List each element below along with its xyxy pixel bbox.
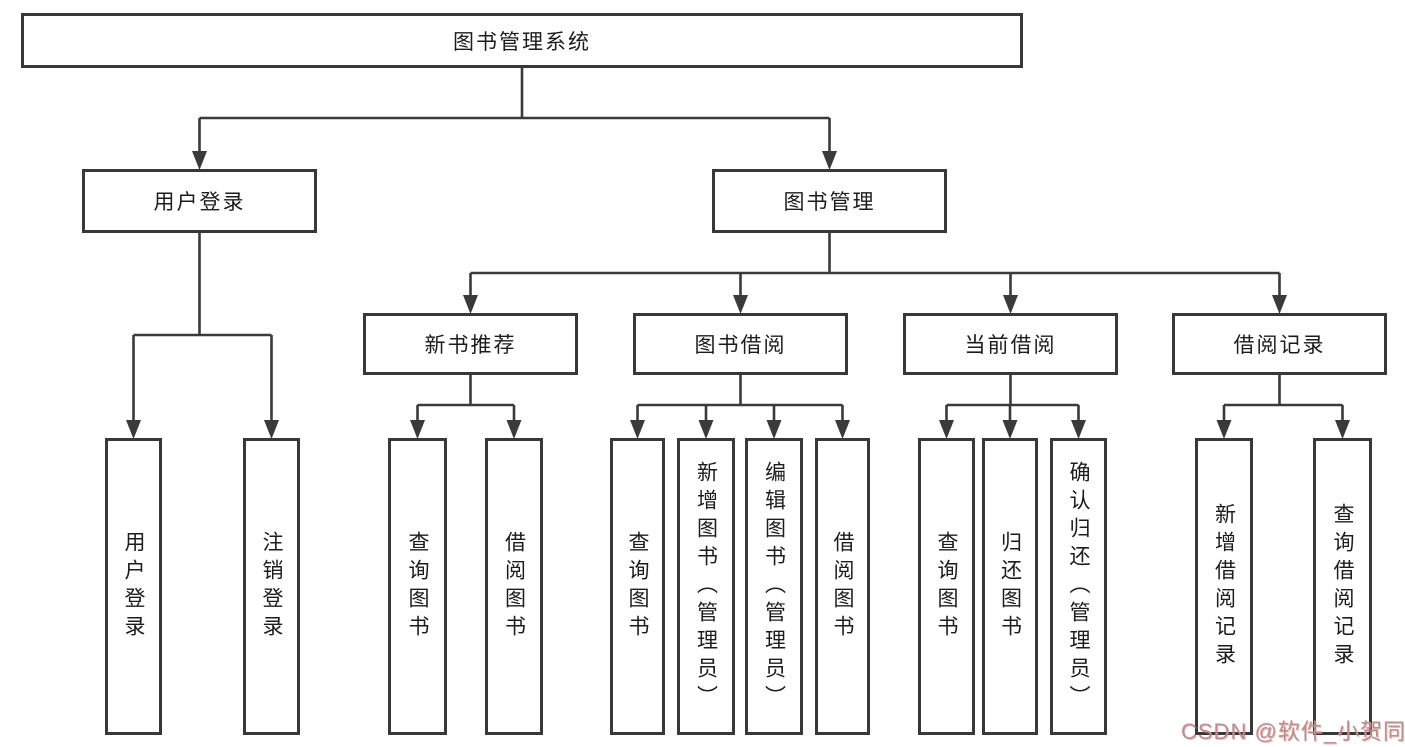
arrowhead [1071, 420, 1086, 439]
leaf-return-books: 归还图书 [982, 438, 1038, 735]
arrowhead [822, 151, 837, 170]
arrowhead [733, 295, 748, 314]
leaf-query-books-borrowing: 查询图书 [610, 438, 665, 735]
leaf-query-books-current: 查询图书 [918, 438, 975, 735]
arrowhead [1335, 420, 1350, 439]
node-user-login: 用户登录 [82, 169, 317, 233]
arrowhead [939, 420, 954, 439]
leaf-add-borrow-record: 新增借阅记录 [1195, 438, 1253, 735]
leaf-edit-books-admin: 编辑图书（管理员） [745, 438, 803, 735]
arrowhead [1003, 295, 1018, 314]
arrowhead [1272, 295, 1287, 314]
arrowhead [410, 420, 425, 439]
arrowhead [1002, 420, 1018, 439]
leaf-borrow-books-borrowing: 借阅图书 [815, 438, 870, 735]
leaf-confirm-return-admin: 确认归还（管理员） [1050, 438, 1107, 735]
leaf-query-borrow-record: 查询借阅记录 [1313, 438, 1372, 735]
arrowhead [463, 295, 478, 314]
arrowhead [126, 420, 141, 439]
node-root-system: 图书管理系统 [21, 13, 1023, 68]
connector-borrowrecord-to-leaves [1222, 375, 1344, 424]
arrowhead [192, 151, 207, 170]
leaf-logout: 注销登录 [243, 438, 300, 735]
leaf-add-books-admin: 新增图书（管理员） [677, 438, 735, 735]
connector-bookmgmt-to-level3 [469, 233, 1281, 299]
connector-bookborrow-to-leaves [636, 375, 844, 424]
connector-newbook-to-leaves [416, 375, 516, 424]
leaf-borrow-books-recommend: 借阅图书 [485, 438, 543, 735]
arrowhead [630, 420, 645, 439]
node-new-book-recommend: 新书推荐 [363, 313, 578, 375]
arrowhead [835, 420, 850, 439]
node-current-borrowing: 当前借阅 [903, 313, 1118, 375]
arrowhead [1216, 420, 1232, 439]
csdn-watermark: CSDN @软件_小贺同学 [1181, 719, 1405, 744]
connector-userlogin-to-leaves [132, 233, 273, 424]
connector-currentborrow-to-leaves [945, 375, 1080, 424]
arrowhead [766, 420, 782, 439]
node-borrowing-records: 借阅记录 [1172, 313, 1387, 375]
leaf-query-books-recommend: 查询图书 [388, 438, 447, 735]
node-book-borrowing: 图书借阅 [633, 313, 848, 375]
connector-root-to-level2 [198, 68, 831, 154]
node-book-management: 图书管理 [712, 169, 947, 233]
leaf-user-login: 用户登录 [105, 438, 162, 735]
arrowhead [506, 420, 522, 439]
arrowhead [264, 420, 279, 439]
arrowhead [698, 420, 714, 439]
